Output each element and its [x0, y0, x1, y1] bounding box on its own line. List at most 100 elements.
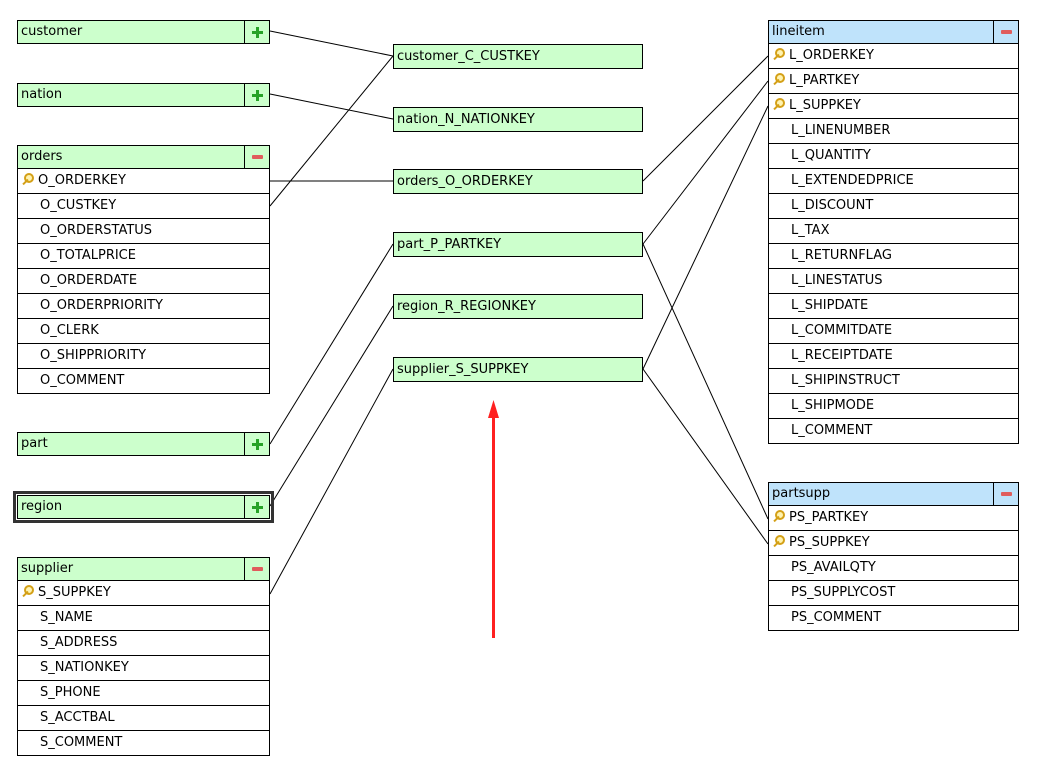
column-name: O_ORDERSTATUS	[40, 223, 153, 238]
column-row[interactable]: S_ADDRESS	[18, 631, 269, 656]
supplier-collapse-button[interactable]	[244, 558, 269, 580]
column-name: PS_SUPPKEY	[789, 535, 870, 550]
table-lineitem-header[interactable]: lineitem	[768, 20, 1019, 44]
column-row[interactable]: PS_AVAILQTY	[769, 556, 1018, 581]
customer-expand-button[interactable]	[244, 21, 269, 43]
column-row[interactable]: S_PHONE	[18, 681, 269, 706]
column-row[interactable]: PS_SUPPKEY	[769, 531, 1018, 556]
column-row[interactable]: O_CUSTKEY	[18, 194, 269, 219]
column-row[interactable]: L_RECEIPTDATE	[769, 344, 1018, 369]
table-orders-header[interactable]: orders	[17, 145, 270, 169]
table-region-header[interactable]: region	[17, 495, 270, 519]
table-supplier[interactable]: supplier S_SUPPKEY S_NAME S_ADDRESS S_NA…	[17, 557, 270, 756]
minus-icon	[1000, 492, 1012, 496]
link-lineitem-orderkey	[642, 55, 769, 182]
join-part-p-partkey[interactable]: part_P_PARTKEY	[393, 232, 643, 257]
column-row[interactable]: L_TAX	[769, 219, 1018, 244]
table-supplier-title: supplier	[21, 561, 74, 576]
lineitem-collapse-button[interactable]	[993, 21, 1018, 43]
column-row[interactable]: S_SUPPKEY	[18, 581, 269, 606]
plus-icon	[251, 501, 263, 513]
column-row[interactable]: PS_PARTKEY	[769, 506, 1018, 531]
column-name: L_QUANTITY	[791, 148, 871, 163]
link-lineitem-partkey	[642, 80, 769, 245]
column-name: L_SHIPMODE	[791, 398, 875, 413]
column-row[interactable]: L_PARTKEY	[769, 69, 1018, 94]
table-supplier-header[interactable]: supplier	[17, 557, 270, 581]
column-row[interactable]: L_COMMITDATE	[769, 319, 1018, 344]
nation-expand-button[interactable]	[244, 84, 269, 106]
column-name: S_ACCTBAL	[40, 710, 115, 725]
column-name: L_EXTENDEDPRICE	[791, 173, 914, 188]
column-row[interactable]: L_SHIPDATE	[769, 294, 1018, 319]
table-nation-header[interactable]: nation	[17, 83, 270, 107]
table-customer-header[interactable]: customer	[17, 20, 270, 44]
table-part-header[interactable]: part	[17, 432, 270, 456]
table-lineitem[interactable]: lineitem L_ORDERKEY L_PARTKEY L_SUPPKEY …	[768, 20, 1019, 444]
column-row[interactable]: O_ORDERKEY	[18, 169, 269, 194]
key-icon	[772, 48, 788, 60]
column-row[interactable]: L_COMMENT	[769, 419, 1018, 444]
column-name: L_SHIPINSTRUCT	[791, 373, 900, 388]
column-name: L_TAX	[791, 223, 830, 238]
table-partsupp[interactable]: partsupp PS_PARTKEY PS_SUPPKEY PS_AVAILQ…	[768, 482, 1019, 631]
table-nation[interactable]: nation	[17, 83, 270, 107]
column-name: O_SHIPPRIORITY	[40, 348, 147, 363]
column-name: O_ORDERKEY	[38, 173, 126, 188]
column-row[interactable]: L_LINENUMBER	[769, 119, 1018, 144]
join-region-r-regionkey[interactable]: region_R_REGIONKEY	[393, 294, 643, 319]
join-orders-o-orderkey[interactable]: orders_O_ORDERKEY	[393, 169, 643, 194]
key-icon	[21, 173, 37, 185]
table-orders-title: orders	[21, 149, 63, 164]
table-region-title: region	[21, 499, 63, 514]
link-part	[269, 243, 394, 445]
join-nation-n-nationkey[interactable]: nation_N_NATIONKEY	[393, 107, 643, 132]
column-row[interactable]: O_ORDERDATE	[18, 269, 269, 294]
minus-icon	[1000, 30, 1012, 34]
column-name: S_COMMENT	[40, 735, 123, 750]
plus-icon	[251, 26, 263, 38]
column-name: L_ORDERKEY	[789, 48, 874, 63]
column-row[interactable]: L_RETURNFLAG	[769, 244, 1018, 269]
region-expand-button[interactable]	[244, 496, 269, 518]
table-customer[interactable]: customer	[17, 20, 270, 44]
column-row[interactable]: O_ORDERSTATUS	[18, 219, 269, 244]
column-row[interactable]: S_NAME	[18, 606, 269, 631]
column-name: L_LINENUMBER	[791, 123, 891, 138]
table-part[interactable]: part	[17, 432, 270, 456]
column-row[interactable]: O_COMMENT	[18, 369, 269, 394]
column-row[interactable]: S_COMMENT	[18, 731, 269, 756]
link-supplier	[269, 368, 394, 595]
column-row[interactable]: S_NATIONKEY	[18, 656, 269, 681]
column-row[interactable]: L_EXTENDEDPRICE	[769, 169, 1018, 194]
column-row[interactable]: L_SHIPINSTRUCT	[769, 369, 1018, 394]
column-name: L_RETURNFLAG	[791, 248, 892, 263]
column-row[interactable]: L_LINESTATUS	[769, 269, 1018, 294]
column-row[interactable]: O_CLERK	[18, 319, 269, 344]
column-row[interactable]: L_QUANTITY	[769, 144, 1018, 169]
column-name: O_CUSTKEY	[40, 198, 117, 213]
table-lineitem-title: lineitem	[772, 24, 825, 39]
table-region[interactable]: region	[13, 491, 274, 523]
join-supplier-s-suppkey[interactable]: supplier_S_SUPPKEY	[393, 357, 643, 382]
column-row[interactable]: PS_SUPPLYCOST	[769, 581, 1018, 606]
key-icon	[772, 510, 788, 522]
table-partsupp-header[interactable]: partsupp	[768, 482, 1019, 506]
column-row[interactable]: L_ORDERKEY	[769, 44, 1018, 69]
column-row[interactable]: L_SUPPKEY	[769, 94, 1018, 119]
column-row[interactable]: O_SHIPPRIORITY	[18, 344, 269, 369]
join-customer-c-custkey[interactable]: customer_C_CUSTKEY	[393, 44, 643, 69]
column-name: PS_PARTKEY	[789, 510, 869, 525]
part-expand-button[interactable]	[244, 433, 269, 455]
orders-collapse-button[interactable]	[244, 146, 269, 168]
key-icon	[772, 535, 788, 547]
column-row[interactable]: PS_COMMENT	[769, 606, 1018, 631]
column-row[interactable]: S_ACCTBAL	[18, 706, 269, 731]
table-orders[interactable]: orders O_ORDERKEY O_CUSTKEY O_ORDERSTATU…	[17, 145, 270, 394]
column-row[interactable]: O_ORDERPRIORITY	[18, 294, 269, 319]
partsupp-collapse-button[interactable]	[993, 483, 1018, 505]
column-name: O_TOTALPRICE	[40, 248, 136, 263]
column-row[interactable]: L_DISCOUNT	[769, 194, 1018, 219]
column-row[interactable]: L_SHIPMODE	[769, 394, 1018, 419]
column-row[interactable]: O_TOTALPRICE	[18, 244, 269, 269]
